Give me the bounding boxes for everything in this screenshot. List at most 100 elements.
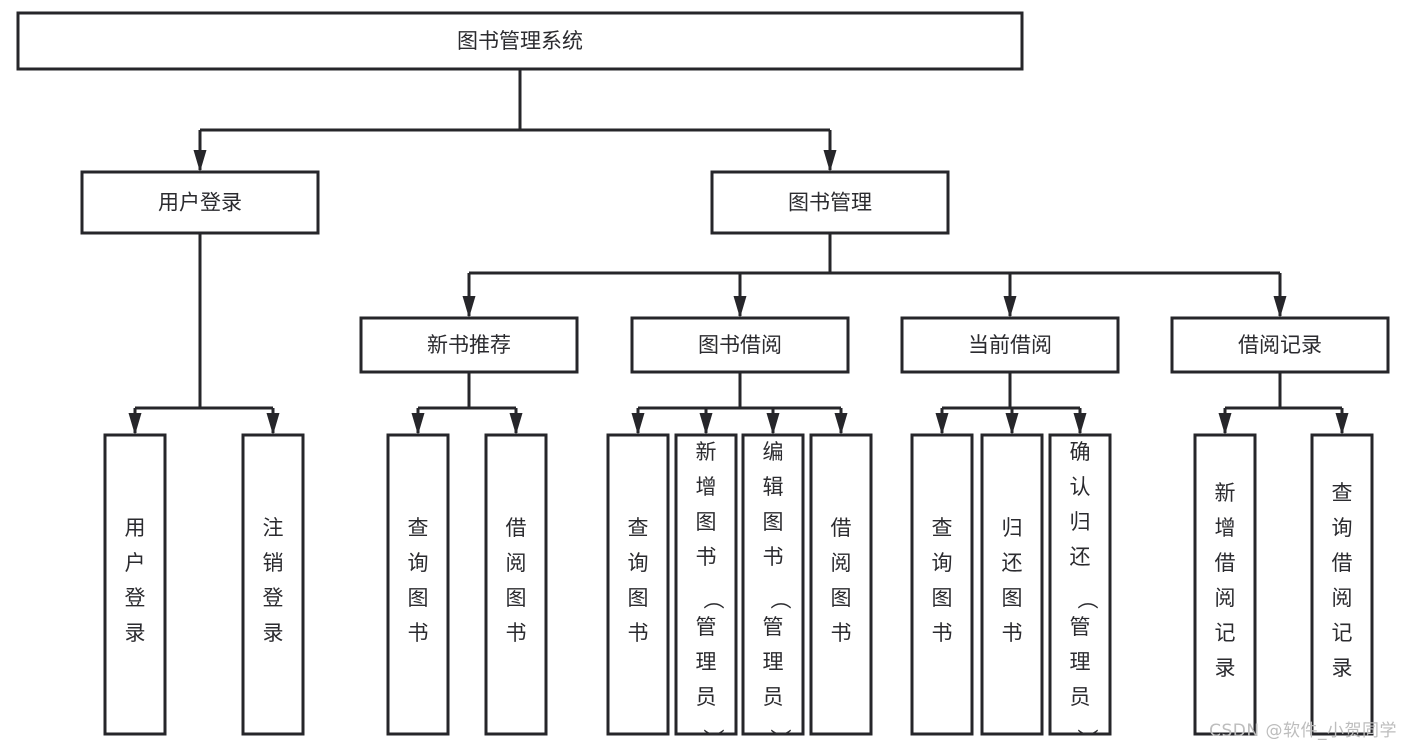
svg-text:登: 登 xyxy=(125,586,146,610)
svg-text:图: 图 xyxy=(696,510,717,534)
arrow-head-icon xyxy=(823,150,837,172)
svg-text:还: 还 xyxy=(1002,551,1023,575)
svg-text:新: 新 xyxy=(1215,481,1236,505)
svg-text:录: 录 xyxy=(125,621,146,645)
svg-text:书: 书 xyxy=(506,621,527,645)
svg-text:新: 新 xyxy=(696,440,717,464)
node-label-level3-1: 图书借阅 xyxy=(698,333,782,357)
svg-text:书: 书 xyxy=(932,621,953,645)
svg-text:查: 查 xyxy=(1332,481,1353,505)
svg-text:查: 查 xyxy=(932,516,953,540)
svg-text:辑: 辑 xyxy=(763,475,784,499)
svg-text:借: 借 xyxy=(1332,551,1353,575)
svg-text:还: 还 xyxy=(1070,545,1091,569)
arrow-head-icon xyxy=(1073,413,1087,435)
svg-text:书: 书 xyxy=(628,621,649,645)
node-box-level2-1 xyxy=(710,170,950,235)
arrow-head-icon xyxy=(509,413,523,435)
svg-text:（: （ xyxy=(701,589,725,610)
svg-text:询: 询 xyxy=(408,551,429,575)
svg-text:借: 借 xyxy=(1215,551,1236,575)
svg-text:查: 查 xyxy=(628,516,649,540)
svg-text:图: 图 xyxy=(763,510,784,534)
svg-text:图: 图 xyxy=(1002,586,1023,610)
svg-text:编: 编 xyxy=(763,440,784,464)
node-box-leaf-12 xyxy=(1310,433,1374,736)
arrow-head-icon xyxy=(699,413,713,435)
node-box-level3-3 xyxy=(1170,316,1390,374)
node-box-leaf-8 xyxy=(910,433,974,736)
arrow-head-icon xyxy=(1005,413,1019,435)
svg-text:）: ） xyxy=(768,729,792,747)
arrow-head-icon xyxy=(733,296,747,318)
svg-text:图: 图 xyxy=(628,586,649,610)
arrow-head-icon xyxy=(631,413,645,435)
node-box-leaf-9 xyxy=(980,433,1044,736)
arrow-head-icon xyxy=(1273,296,1287,318)
svg-text:认: 认 xyxy=(1070,475,1091,499)
svg-text:员: 员 xyxy=(696,685,717,709)
svg-text:注: 注 xyxy=(263,516,284,540)
svg-text:阅: 阅 xyxy=(1332,586,1353,610)
node-box-leaf-4 xyxy=(606,433,670,736)
arrow-head-icon xyxy=(266,413,280,435)
arrow-head-icon xyxy=(935,413,949,435)
svg-text:阅: 阅 xyxy=(831,551,852,575)
node-box-leaf-7 xyxy=(809,433,873,736)
svg-text:管: 管 xyxy=(696,615,717,639)
svg-text:书: 书 xyxy=(408,621,429,645)
node-box-leaf-10 xyxy=(1048,433,1112,736)
svg-text:理: 理 xyxy=(1070,650,1091,674)
svg-text:图: 图 xyxy=(932,586,953,610)
svg-text:录: 录 xyxy=(263,621,284,645)
node-box-leaf-1 xyxy=(241,433,305,736)
node-box-level3-2 xyxy=(900,316,1120,374)
svg-text:阅: 阅 xyxy=(506,551,527,575)
svg-text:（: （ xyxy=(1075,589,1099,610)
node-box-level2-0 xyxy=(80,170,320,235)
node-label-leaf-0: 用户登录 xyxy=(125,516,146,645)
arrow-head-icon xyxy=(128,413,142,435)
svg-text:用: 用 xyxy=(125,516,146,540)
arrow-head-icon xyxy=(193,150,207,172)
arrow-head-icon xyxy=(1335,413,1349,435)
svg-text:管: 管 xyxy=(1070,615,1091,639)
node-label-level3-0: 新书推荐 xyxy=(427,333,511,357)
svg-text:归: 归 xyxy=(1002,516,1023,540)
svg-text:记: 记 xyxy=(1332,621,1353,645)
svg-text:员: 员 xyxy=(763,685,784,709)
arrow-head-icon xyxy=(834,413,848,435)
svg-text:询: 询 xyxy=(932,551,953,575)
node-box-root xyxy=(16,11,1024,71)
arrow-head-icon xyxy=(1218,413,1232,435)
svg-text:）: ） xyxy=(701,729,725,747)
svg-text:询: 询 xyxy=(628,551,649,575)
svg-text:）: ） xyxy=(1075,729,1099,747)
svg-text:图: 图 xyxy=(831,586,852,610)
node-box-leaf-2 xyxy=(386,433,450,736)
svg-text:理: 理 xyxy=(696,650,717,674)
svg-text:借: 借 xyxy=(831,516,852,540)
svg-text:录: 录 xyxy=(1332,656,1353,680)
node-box-leaf-3 xyxy=(484,433,548,736)
node-label-level2-1: 图书管理 xyxy=(788,191,872,215)
svg-text:借: 借 xyxy=(506,516,527,540)
svg-text:理: 理 xyxy=(763,650,784,674)
arrow-head-icon xyxy=(1003,296,1017,318)
node-label-level2-0: 用户登录 xyxy=(158,191,242,215)
arrow-head-icon xyxy=(766,413,780,435)
svg-text:归: 归 xyxy=(1070,510,1091,534)
